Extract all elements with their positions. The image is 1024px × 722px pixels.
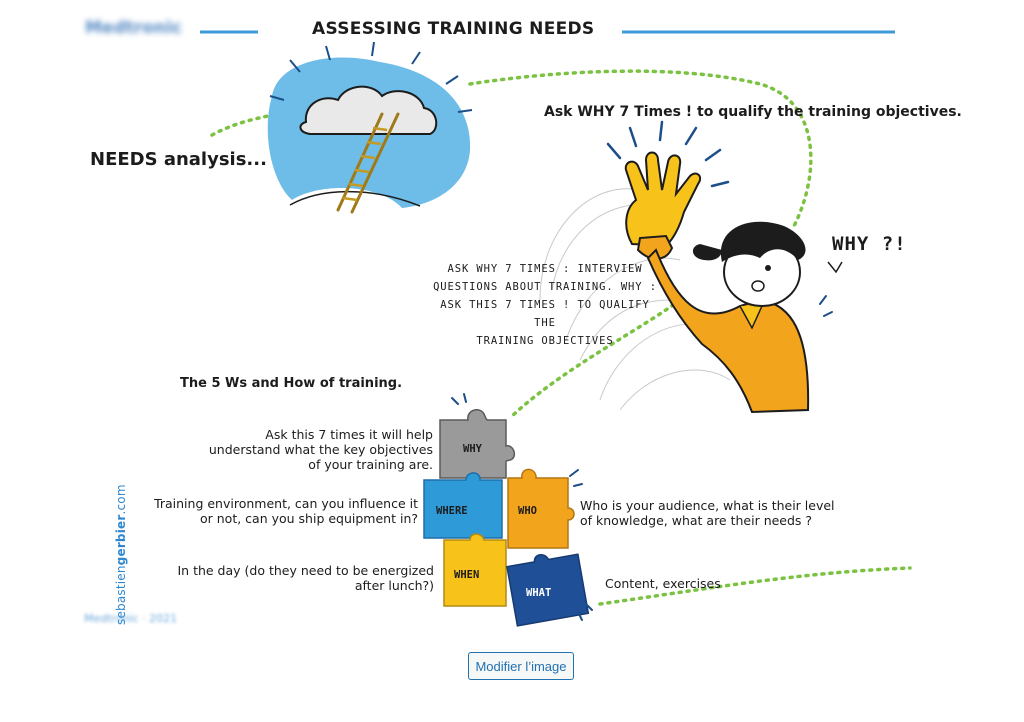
note-why-line: understand what the key objectives [208, 442, 433, 457]
note-where-line: Training environment, can you influence … [154, 496, 418, 511]
dotted-connector-middle [508, 298, 682, 420]
brand-suffix: .com [114, 484, 128, 515]
puzzle-label-who: WHO [518, 505, 537, 517]
five-ws-heading: The 5 Ws and How of training. [180, 376, 403, 391]
edit-image-button[interactable]: Modifier l’image [468, 652, 574, 680]
puzzle-label-why: WHY [463, 443, 483, 455]
puzzle-sparkles [451, 295, 833, 621]
puzzle-label-where: WHERE [436, 505, 468, 517]
note-when-line: In the day (do they need to be energized [177, 563, 434, 578]
puzzle-piece-who [507, 468, 575, 549]
note-why: Ask this 7 times it will help understand… [205, 427, 433, 472]
puzzle-label-what: WHAT [526, 587, 551, 599]
puzzle-piece-where [423, 472, 503, 539]
why-speech-bubble: WHY ?! [832, 233, 907, 255]
brand-logo-blurred: Medtronic [85, 18, 182, 38]
ask-why-line-1: Ask WHY 7 times : Interview [447, 263, 643, 275]
credit-blurred: Medtronic · 2021 [84, 612, 178, 625]
needs-analysis-label: NEEDS analysis... [90, 149, 267, 170]
note-what: Content, exercises [605, 576, 805, 591]
note-when-line: after lunch?) [354, 578, 434, 593]
note-who: Who is your audience, what is their leve… [580, 498, 850, 528]
dotted-connector-cloud [210, 110, 287, 137]
puzzle-piece-what [506, 553, 590, 627]
ask-why-line-2: questions about training. WHY : [433, 281, 657, 293]
ask-why-subtitle: Ask WHY 7 Times ! to qualify the trainin… [544, 104, 962, 120]
note-why-line: of your training are. [308, 457, 433, 472]
dotted-connector-bottom [598, 566, 912, 606]
ask-why-explanation: Ask WHY 7 times : Interview questions ab… [426, 260, 664, 350]
cloud-ladder-illustration [267, 41, 473, 214]
brand-bold: gerbier [114, 514, 128, 566]
ask-why-line-4: training objectives [476, 335, 614, 347]
note-where: Training environment, can you influence … [148, 496, 418, 526]
note-why-line: Ask this 7 times it will help [265, 427, 433, 442]
vertical-brand-watermark: sebastiengerbier.com [114, 484, 128, 625]
puzzle-piece-why [439, 409, 516, 479]
note-who-line: Who is your audience, what is their leve… [580, 498, 835, 513]
infographic-title: ASSESSING TRAINING NEEDS [312, 19, 595, 39]
raised-hand-character [606, 120, 843, 414]
puzzle-label-when: WHEN [454, 569, 479, 581]
note-when: In the day (do they need to be energized… [150, 563, 434, 593]
puzzle-piece-when [443, 533, 507, 607]
ask-why-line-3: ask this 7 times ! to qualify the [440, 299, 650, 329]
note-what-line: Content, exercises [605, 576, 721, 591]
note-where-line: or not, can you ship equipment in? [199, 511, 418, 526]
note-who-line: of knowledge, what are their needs ? [580, 513, 813, 528]
dotted-connector-top [468, 69, 813, 228]
